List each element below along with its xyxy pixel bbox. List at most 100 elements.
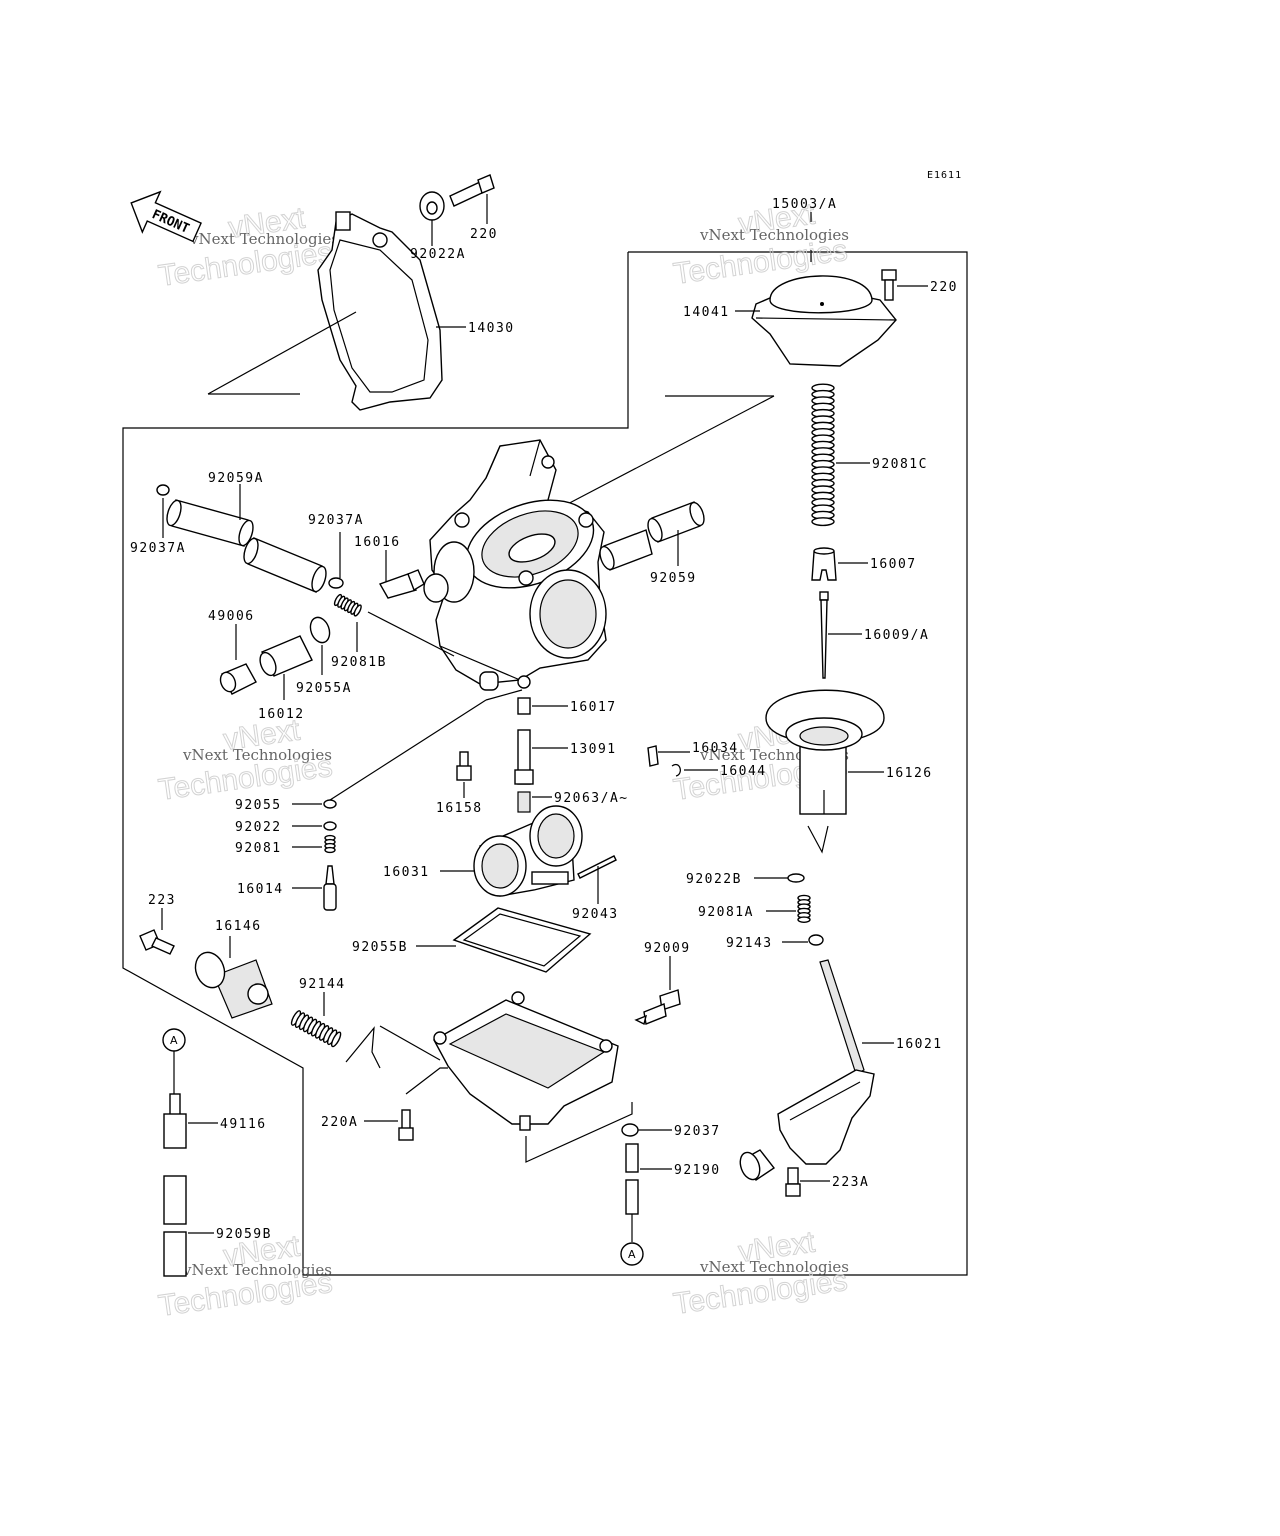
label-92043: 92043 bbox=[572, 907, 619, 922]
label-13091: 13091 bbox=[570, 742, 617, 757]
svg-text:vNext Technologies: vNext Technologies bbox=[182, 746, 332, 764]
callout-a-top: A bbox=[162, 1028, 186, 1052]
label-92081b: 92081B bbox=[331, 655, 387, 670]
svg-text:A: A bbox=[170, 1034, 178, 1047]
label-220-top: 220 bbox=[470, 227, 498, 242]
label-92037a-mid: 92037A bbox=[308, 513, 364, 528]
fitting-49116 bbox=[163, 1093, 187, 1149]
label-92059: 92059 bbox=[650, 571, 697, 586]
svg-text:vNext Technologies: vNext Technologies bbox=[182, 1261, 332, 1279]
spring-coil bbox=[353, 604, 362, 617]
label-16012: 16012 bbox=[258, 707, 305, 722]
label-16009a: 16009/A bbox=[864, 628, 929, 643]
label-92009: 92009 bbox=[644, 941, 691, 956]
label-14041: 14041 bbox=[683, 305, 730, 320]
label-92144: 92144 bbox=[299, 977, 346, 992]
callout-a-bottom: A bbox=[620, 1242, 644, 1266]
clip-16044 bbox=[671, 764, 681, 777]
washer-92022a bbox=[419, 191, 445, 221]
label-16146: 16146 bbox=[215, 919, 262, 934]
label-16017: 16017 bbox=[570, 700, 617, 715]
label-16034: 16034 bbox=[692, 741, 739, 756]
tube-92059b bbox=[163, 1175, 187, 1277]
frame-outline bbox=[122, 251, 968, 1276]
label-92037a-left: 92037A bbox=[130, 541, 186, 556]
throttle-body-16031 bbox=[473, 805, 583, 897]
svg-text:vNext Technologies: vNext Technologies bbox=[699, 226, 849, 244]
label-16031: 16031 bbox=[383, 865, 430, 880]
label-223: 223 bbox=[148, 893, 176, 908]
screw-220a bbox=[398, 1109, 414, 1141]
label-14030: 14030 bbox=[468, 321, 515, 336]
label-92063a: 92063/A~ bbox=[554, 791, 629, 806]
jet-needle-16009a bbox=[819, 591, 829, 679]
cover-16146 bbox=[194, 951, 273, 1019]
label-92055a: 92055A bbox=[296, 681, 352, 696]
label-220-right: 220 bbox=[930, 280, 958, 295]
screw-220-top bbox=[449, 174, 495, 207]
svg-text:vNext Technologies: vNext Technologies bbox=[189, 230, 339, 248]
pipe-92059 bbox=[599, 501, 705, 571]
label-92081c: 92081C bbox=[872, 457, 928, 472]
screw-16014 bbox=[323, 865, 337, 911]
diaphragm-16126 bbox=[765, 689, 885, 815]
spring-92144 bbox=[290, 1010, 342, 1048]
watermark-mid-left: vNext Technologies Technologies vNext bbox=[156, 713, 335, 807]
spring-coil bbox=[811, 517, 835, 527]
label-92059a: 92059A bbox=[208, 471, 264, 486]
float-bowl bbox=[433, 991, 619, 1131]
label-92055: 92055 bbox=[235, 798, 282, 813]
screw-220-right bbox=[881, 269, 897, 301]
label-16044: 16044 bbox=[720, 764, 767, 779]
label-49006: 49006 bbox=[208, 609, 255, 624]
spring-92081c bbox=[811, 383, 835, 527]
pipe-92059a bbox=[166, 499, 327, 593]
label-92022: 92022 bbox=[235, 820, 282, 835]
label-220a: 220A bbox=[321, 1115, 358, 1130]
plunger-nut-16012 bbox=[259, 635, 313, 677]
spring-coil bbox=[330, 1031, 342, 1048]
label-16158: 16158 bbox=[436, 801, 483, 816]
needle-holder-16007 bbox=[811, 547, 837, 581]
label-92143: 92143 bbox=[726, 936, 773, 951]
pin-92043 bbox=[577, 855, 617, 879]
clip-92037a-mid bbox=[328, 577, 344, 589]
label-92037: 92037 bbox=[674, 1124, 721, 1139]
label-92022b: 92022B bbox=[686, 872, 742, 887]
screw-223a bbox=[785, 1167, 801, 1197]
label-92190: 92190 bbox=[674, 1163, 721, 1178]
valve-16034 bbox=[647, 745, 659, 767]
label-92022a: 92022A bbox=[410, 247, 466, 262]
svg-text:vNext Technologies: vNext Technologies bbox=[699, 1258, 849, 1276]
label-92081: 92081 bbox=[235, 841, 282, 856]
pilot-jet-16158 bbox=[456, 751, 472, 781]
label-16007: 16007 bbox=[870, 557, 917, 572]
washer-92022b bbox=[787, 873, 805, 883]
nut-92143 bbox=[808, 934, 824, 946]
label-92059b: 92059B bbox=[216, 1227, 272, 1242]
cap-14041 bbox=[751, 275, 897, 367]
spring-coil bbox=[797, 916, 811, 923]
cap-49006 bbox=[219, 663, 257, 695]
diagram-code: E1611 bbox=[927, 170, 962, 181]
carburetor-body bbox=[423, 439, 607, 691]
tube-92190 bbox=[625, 1143, 639, 1215]
screw-92009 bbox=[634, 989, 681, 1026]
label-15003a: 15003/A bbox=[772, 197, 837, 212]
screw-223 bbox=[139, 929, 175, 955]
spring-92081 bbox=[324, 834, 336, 854]
needle-jet-13091 bbox=[514, 729, 534, 785]
cover-14030 bbox=[207, 211, 443, 411]
jet-16017 bbox=[517, 697, 531, 715]
oring-92055a bbox=[309, 616, 331, 644]
spring-coil bbox=[324, 846, 336, 854]
front-arrow-icon: FRONT bbox=[130, 190, 202, 243]
label-223a: 223A bbox=[832, 1175, 869, 1190]
label-16126: 16126 bbox=[886, 766, 933, 781]
washer-92022 bbox=[323, 821, 337, 831]
label-92081a: 92081A bbox=[698, 905, 754, 920]
label-92055b: 92055B bbox=[352, 940, 408, 955]
watermark-bottom-right: vNext Technologies Technologies vNext bbox=[671, 1225, 850, 1321]
label-16014: 16014 bbox=[237, 882, 284, 897]
